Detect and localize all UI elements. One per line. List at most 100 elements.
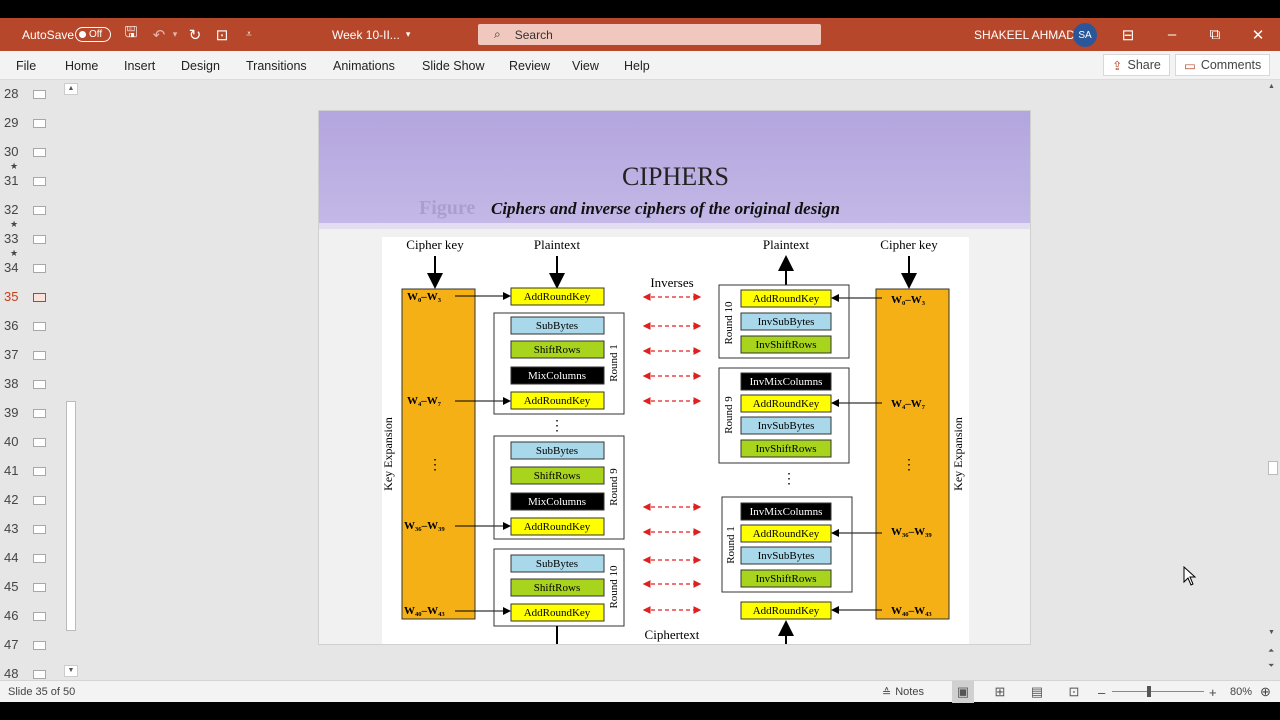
inv-add-round-key-r9: AddRoundKey [753,398,820,410]
inv-add-round-key-r10: AddRoundKey [753,293,820,305]
slide-thumbnail-29[interactable]: 29 [0,113,60,133]
redo-icon[interactable]: ↻ [188,26,202,44]
scrollbar-thumb[interactable] [66,401,76,631]
slide-number: 39 [4,405,19,420]
slide-scrollbar[interactable]: ▲ ▼ ⏶ ⏷ [1266,81,1280,685]
key-expansion-right [875,288,950,620]
slide-thumbnail-35[interactable]: 35 [0,287,60,307]
undo-icon[interactable]: ↶ [152,26,166,44]
slide-thumbnail-43[interactable]: 43 [0,519,60,539]
autosave-toggle[interactable]: Off [75,27,111,42]
slide-number: 46 [4,608,19,623]
slide-thumbnail-32[interactable]: 32 [0,200,60,220]
slide-thumbnail-46[interactable]: 46 [0,606,60,626]
cipher-key-label-right: Cipher key [880,237,938,252]
scroll-up-icon[interactable]: ▲ [1268,83,1275,90]
slide-thumbnail-30[interactable]: 30 [0,142,60,162]
search-box[interactable]: ⌕Search [478,24,821,45]
zoom-slider-knob[interactable] [1147,686,1151,697]
zoom-in-icon[interactable]: + [1209,684,1217,700]
next-slide-icon[interactable]: ⏷ [1268,661,1275,670]
scroll-down-icon[interactable]: ▼ [64,665,78,677]
document-title[interactable]: Week 10-II...▾ [332,27,411,42]
figure-caption[interactable]: Ciphers and inverse ciphers of the origi… [491,199,841,218]
present-from-start-icon[interactable]: ⊡ [215,26,229,44]
slide-canvas[interactable]: CIPHERS Figure Ciphers and inverse ciphe… [318,110,1031,645]
round9-label-inverse: Round 9 [723,396,735,434]
slide-title[interactable]: CIPHERS [622,162,729,191]
user-name[interactable]: SHAKEEL AHMAD [974,27,1075,42]
key-expansion-label-right: Key Expansion [951,417,965,491]
scrollbar-thumb[interactable] [1268,461,1278,475]
slide-number: 36 [4,318,19,333]
slide-thumbnail-45[interactable]: 45 [0,577,60,597]
aes-cipher-diagram[interactable]: Cipher key Plaintext Inverses Plaintext … [381,237,969,644]
ribbon-display-options-icon[interactable]: ⊟ [1121,26,1135,44]
restore-icon[interactable]: ⧉ [1209,26,1221,43]
normal-view-icon[interactable]: ▣ [952,681,974,703]
slide-show-icon[interactable]: ⊡ [1068,684,1080,699]
inverse-ellipsis: ⋮ [782,472,796,487]
zoom-level[interactable]: 80% [1230,686,1253,698]
slide-thumbnail-47[interactable]: 47 [0,635,60,655]
share-button[interactable]: ⇪Share [1103,54,1170,76]
save-icon[interactable]: 🖫 [124,24,138,41]
tab-slide-show[interactable]: Slide Show [422,58,485,73]
customize-toolbar-icon[interactable]: ⩡ [246,29,252,40]
tab-animations[interactable]: Animations [333,58,395,73]
slide-thumbnail-38[interactable]: 38 [0,374,60,394]
tab-file[interactable]: File [16,58,37,73]
slide-thumbnail-40[interactable]: 40 [0,432,60,452]
cipher-ellipsis: ⋮ [550,419,564,434]
shift-rows-r1: ShiftRows [534,344,580,356]
tab-review[interactable]: Review [509,58,550,73]
slide-thumbnail-48[interactable]: 48 [0,664,60,684]
tab-insert[interactable]: Insert [124,58,156,73]
slide-preview-icon [33,525,46,534]
slide-number: 37 [4,347,19,362]
slide-preview-icon [33,264,46,273]
ribbon-tabs: File Home Insert Design Transitions Anim… [0,51,1280,80]
notes-button[interactable]: ≙Notes [882,686,924,699]
zoom-slider[interactable] [1112,691,1204,692]
tab-home[interactable]: Home [65,58,99,73]
key-expansion-label-left: Key Expansion [382,417,395,491]
slide-thumbnail-44[interactable]: 44 [0,548,60,568]
slide-thumbnail-28[interactable]: 28 [0,84,60,104]
comments-button[interactable]: ▭Comments [1175,54,1271,76]
inv-sub-bytes-r1: InvSubBytes [758,550,815,562]
thumbnails-scrollbar[interactable]: ▲ ▼ [64,81,78,685]
fit-slide-icon[interactable]: ⊕ [1260,684,1271,699]
slide-number: 32 [4,202,19,217]
slide-thumbnail-31[interactable]: 31 [0,171,60,191]
slide-thumbnail-37[interactable]: 37 [0,345,60,365]
round9-label-cipher: Round 9 [608,468,620,506]
slide-preview-icon [33,380,46,389]
close-icon[interactable]: ✕ [1251,26,1265,44]
avatar[interactable]: SA [1073,23,1097,47]
tab-transitions[interactable]: Transitions [246,58,307,73]
slide-number: 43 [4,521,19,536]
scroll-up-icon[interactable]: ▲ [64,83,78,95]
tab-view[interactable]: View [572,58,599,73]
inverses-label: Inverses [650,275,693,290]
scroll-down-icon[interactable]: ▼ [1268,629,1275,636]
inv-sub-bytes-r10: InvSubBytes [758,316,815,328]
slide-number: 41 [4,463,19,478]
zoom-out-icon[interactable]: – [1098,684,1106,700]
slide-thumbnail-33[interactable]: 33 [0,229,60,249]
slide-thumbnail-41[interactable]: 41 [0,461,60,481]
slide-thumbnail-42[interactable]: 42 [0,490,60,510]
tab-help[interactable]: Help [624,58,650,73]
slide-sorter-icon[interactable]: ⊞ [994,684,1006,699]
previous-slide-icon[interactable]: ⏶ [1268,646,1275,655]
undo-dropdown-icon[interactable]: ▾ [172,29,178,39]
minimize-icon[interactable]: – [1167,26,1177,43]
reading-view-icon[interactable]: ▤ [1030,684,1044,699]
slide-thumbnail-39[interactable]: 39 [0,403,60,423]
slide-thumbnail-34[interactable]: 34 [0,258,60,278]
inv-add-round-key-r1: AddRoundKey [753,528,820,540]
tab-design[interactable]: Design [181,58,220,73]
slide-thumbnail-36[interactable]: 36 [0,316,60,336]
